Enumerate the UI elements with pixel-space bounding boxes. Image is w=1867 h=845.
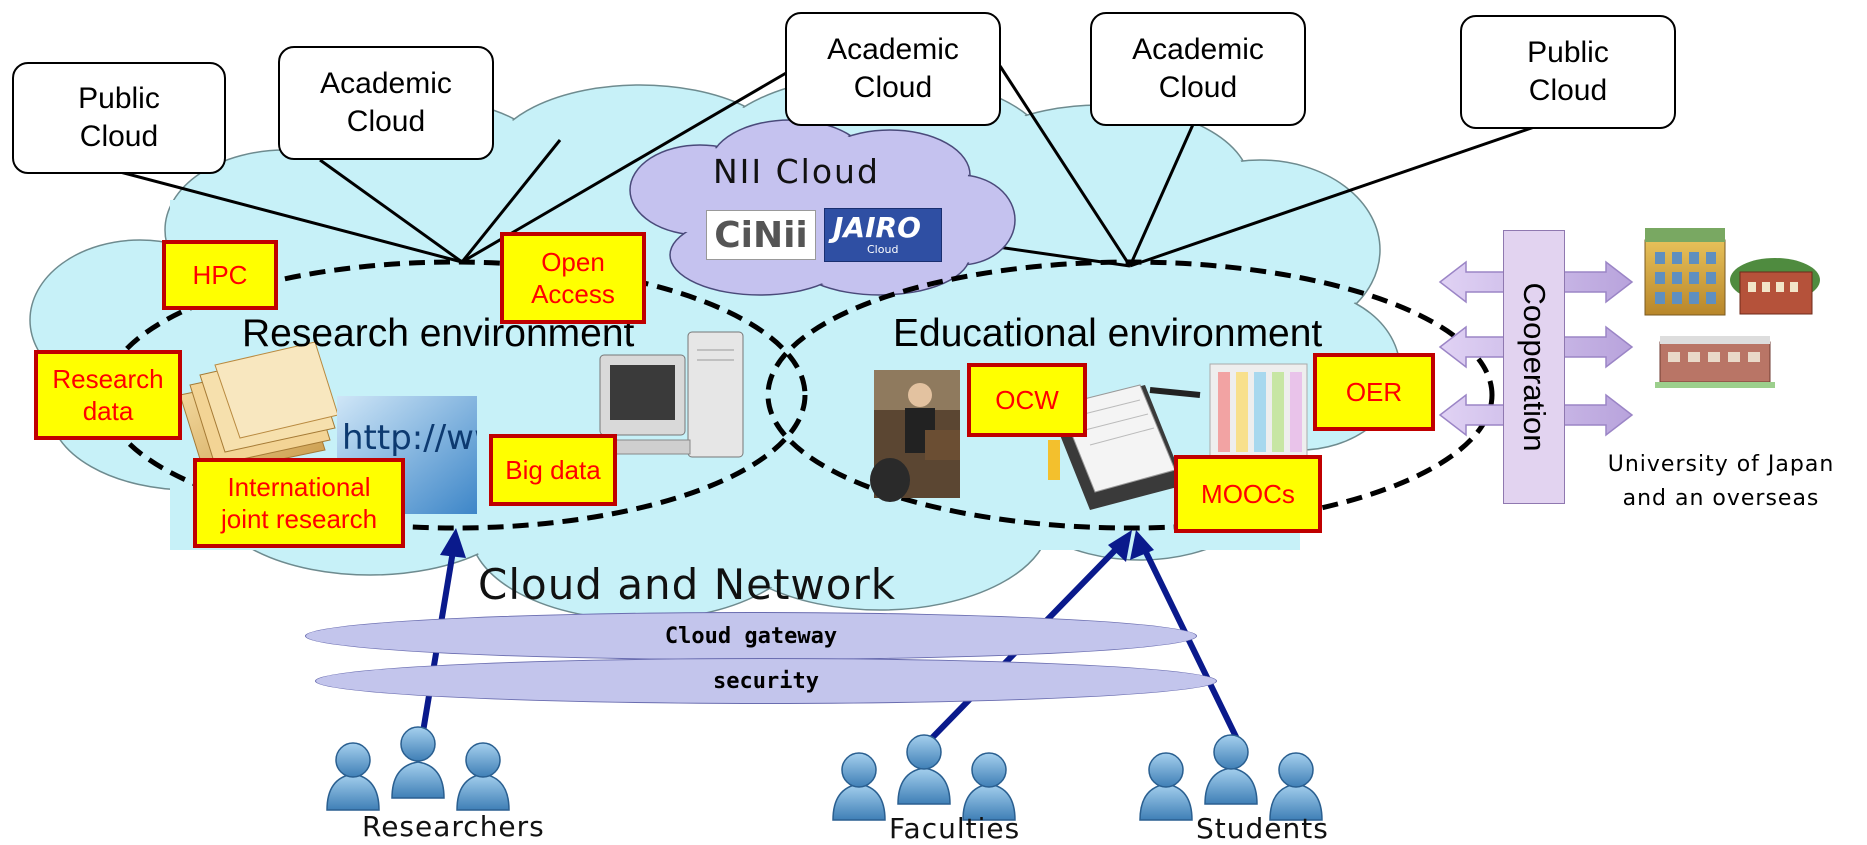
tag-research-data: Research data bbox=[34, 350, 182, 440]
cooperation-bar: Cooperation bbox=[1503, 230, 1565, 504]
jairo-logo: JAIRO Cloud bbox=[824, 208, 942, 262]
nii-cloud-title: NII Cloud bbox=[713, 152, 880, 191]
cloud-gateway-layer: Cloud gateway bbox=[305, 612, 1197, 660]
tag-big-data: Big data bbox=[489, 434, 617, 506]
university-label: University of Japan and an overseas bbox=[1607, 452, 1835, 511]
researchers-label: Researchers bbox=[362, 810, 545, 843]
organizer-image bbox=[1048, 384, 1201, 510]
public-cloud-right-box: Public Cloud bbox=[1460, 15, 1676, 129]
tag-oer: OER bbox=[1313, 353, 1435, 431]
jairo-logo-text: JAIRO bbox=[833, 211, 921, 244]
user-access-arrowheads bbox=[440, 528, 1154, 562]
academic-cloud-center-box: Academic Cloud bbox=[785, 12, 1001, 126]
students-figures bbox=[1139, 734, 1323, 821]
academic-cloud-right-box: Academic Cloud bbox=[1090, 12, 1306, 126]
schedule-board-image bbox=[1209, 363, 1308, 465]
faculties-figures bbox=[832, 734, 1016, 821]
people-figures bbox=[326, 726, 1323, 821]
educational-environment-title: Educational environment bbox=[893, 312, 1323, 355]
folders-image bbox=[179, 341, 339, 476]
tag-open-access: Open Access bbox=[500, 232, 646, 324]
students-label: Students bbox=[1196, 812, 1329, 845]
tag-ocw: OCW bbox=[967, 363, 1087, 437]
jairo-logo-sub: Cloud bbox=[867, 243, 899, 256]
lecture-photo bbox=[870, 370, 960, 502]
public-cloud-left-box: Public Cloud bbox=[12, 62, 226, 174]
researchers-figures bbox=[326, 726, 510, 811]
research-environment-ellipse bbox=[102, 259, 808, 531]
tag-moocs: MOOCs bbox=[1174, 455, 1322, 533]
tag-international-joint-research: International joint research bbox=[193, 458, 405, 548]
educational-environment-ellipse bbox=[765, 259, 1495, 531]
tag-hpc: HPC bbox=[162, 240, 278, 310]
academic-cloud-left-box: Academic Cloud bbox=[278, 46, 494, 160]
http-image-text: http://www bbox=[342, 418, 477, 458]
university-buildings-image bbox=[1644, 228, 1820, 388]
cooperation-label: Cooperation bbox=[1517, 282, 1552, 452]
cinii-logo: CiNii bbox=[706, 210, 816, 260]
computer-image bbox=[599, 331, 744, 458]
cloud-and-network-title: Cloud and Network bbox=[478, 560, 897, 609]
faculties-label: Faculties bbox=[889, 812, 1021, 845]
security-layer: security bbox=[315, 658, 1217, 704]
